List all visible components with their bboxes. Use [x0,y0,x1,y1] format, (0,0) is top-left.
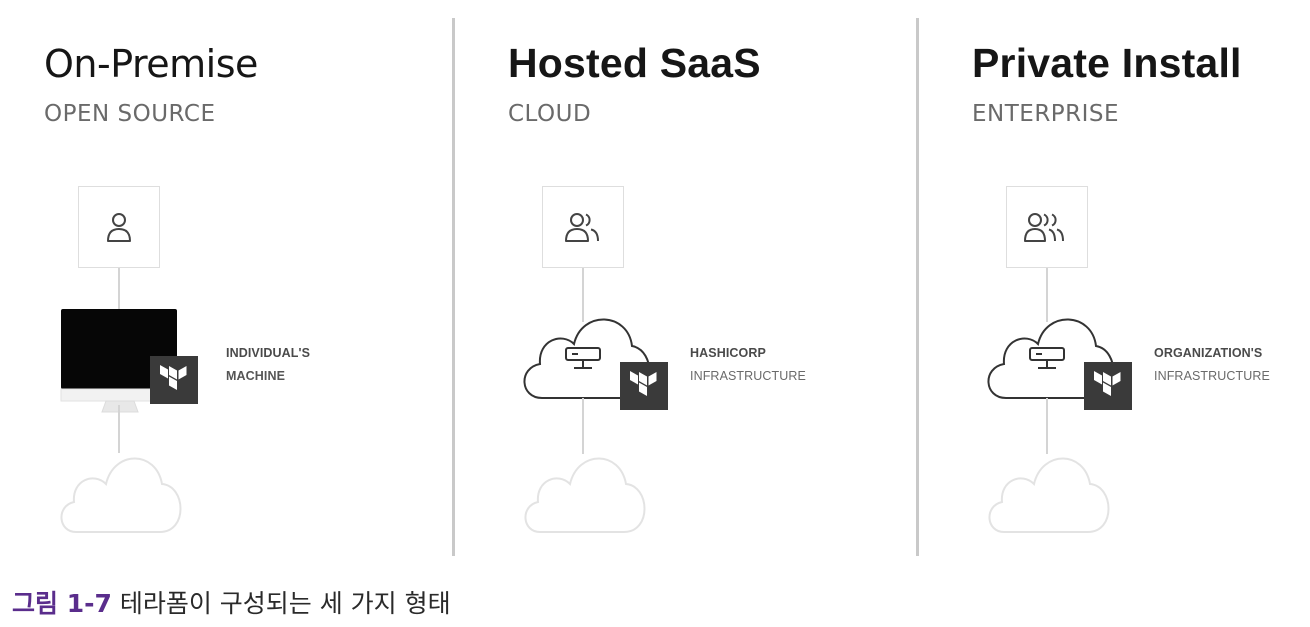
panel-subtitle: CLOUD [508,101,592,127]
user-box [542,186,624,268]
location-label: HASHICORP INFRASTRUCTURE [690,342,806,388]
panel-divider [452,18,455,556]
connector-line [1046,398,1048,454]
connector-line [582,398,584,454]
group-users-icon [1024,213,1064,242]
location-label-line2: MACHINE [226,369,286,383]
single-user-icon [107,213,131,242]
connector-line [1046,268,1048,322]
location-label-line1: INDIVIDUAL'S [226,346,311,360]
connector-line [582,268,584,322]
server-icon [1029,347,1065,369]
figure-number: 그림 1-7 [12,589,112,618]
panel-title: Hosted SaaS [508,40,761,86]
server-icon [565,347,601,369]
user-box [78,186,160,268]
cloud-icon [988,457,1110,533]
connector-line [118,268,120,313]
panel-title: On-Premise [44,42,258,86]
monitor-icon [60,309,178,413]
terraform-logo [1084,362,1132,410]
terraform-logo [150,356,198,404]
location-label-line2: INFRASTRUCTURE [1154,369,1270,383]
two-users-icon [565,213,599,242]
panel-divider [916,18,919,556]
user-box [1006,186,1088,268]
location-label: INDIVIDUAL'S MACHINE [226,342,310,388]
cloud-icon [60,457,182,533]
terraform-logo [620,362,668,410]
connector-line [118,405,120,453]
panel-subtitle: OPEN SOURCE [44,101,216,127]
hosted-saas-panel: Hosted SaaS CLOUD HASHICORP INFRASTRUCTU… [464,0,900,560]
panel-subtitle: ENTERPRISE [972,101,1120,127]
location-label-line2: INFRASTRUCTURE [690,369,806,383]
figure-caption: 그림 1-7 테라폼이 구성되는 세 가지 형태 [12,584,451,620]
figure-caption-text: 테라폼이 구성되는 세 가지 형태 [119,589,451,618]
private-install-panel: Private Install ENTERPRISE ORGANIZATION'… [928,0,1310,560]
location-label: ORGANIZATION'S INFRASTRUCTURE [1154,342,1270,388]
panel-title: Private Install [972,40,1242,86]
cloud-icon [524,457,646,533]
location-label-line1: ORGANIZATION'S [1154,346,1263,360]
location-label-line1: HASHICORP [690,346,766,360]
on-premise-panel: On-Premise OPEN SOURCE INDIVIDUAL'S MACH… [0,0,436,560]
